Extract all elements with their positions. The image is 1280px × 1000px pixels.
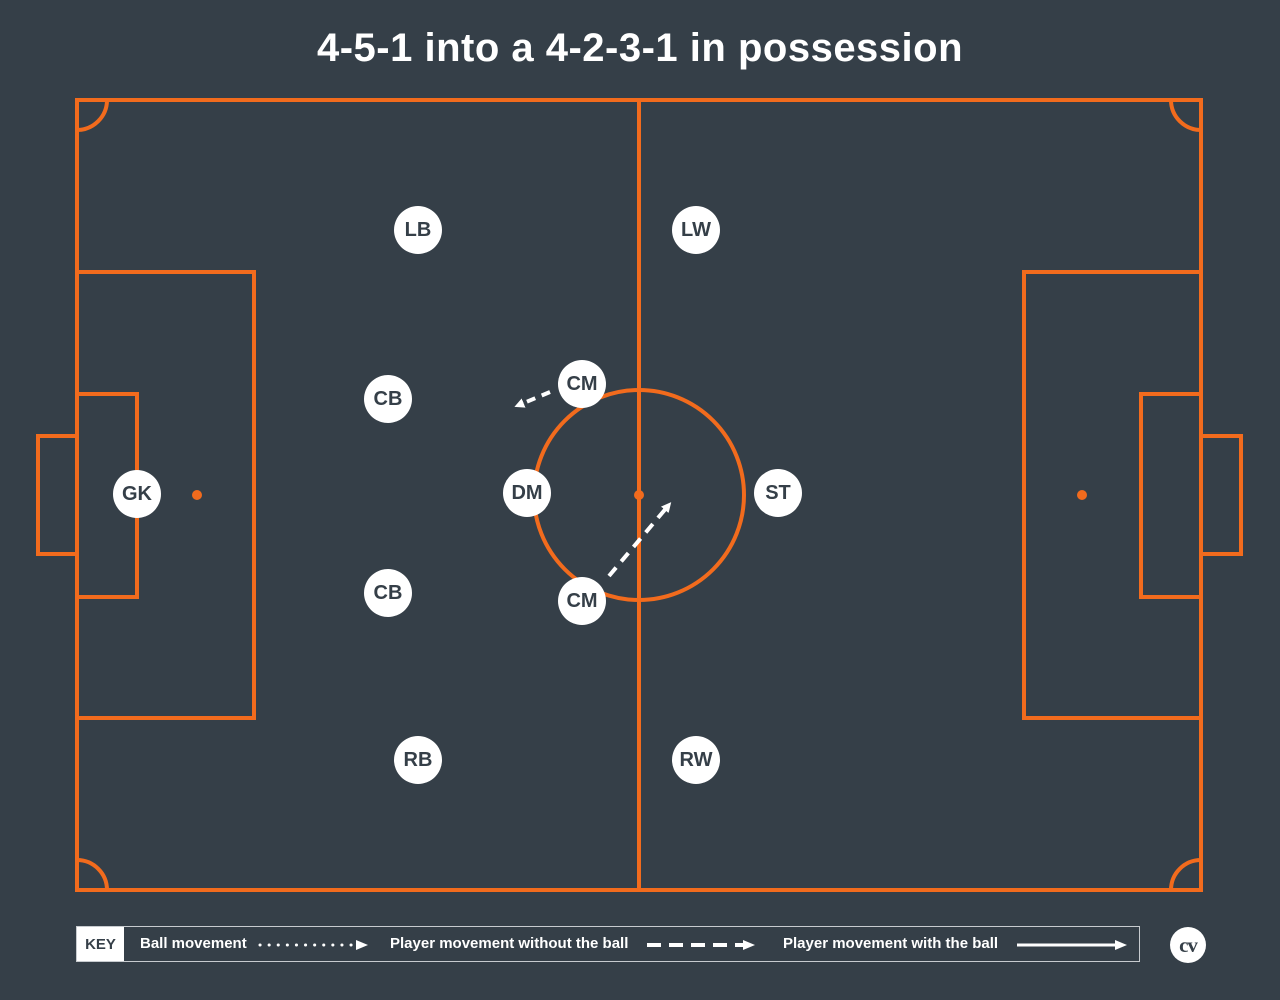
- key-label-ball-movement: Ball movement: [140, 935, 247, 952]
- player-marker: [113, 470, 161, 518]
- player-cb-bottom: CB: [364, 569, 412, 617]
- player-dm: DM: [503, 469, 551, 517]
- movement-arrows: [514, 390, 672, 578]
- player-label: GK: [122, 483, 153, 505]
- player-rb: RB: [394, 736, 442, 784]
- player-marker: [364, 375, 412, 423]
- player-st: ST: [754, 469, 802, 517]
- player-label: CM: [566, 373, 597, 395]
- player-marker: [394, 736, 442, 784]
- player-lb: LB: [394, 206, 442, 254]
- player-label: ST: [765, 482, 791, 504]
- pitch-spots: [192, 490, 1087, 500]
- player-marker: [672, 206, 720, 254]
- corner-arc-top-right: [1169, 99, 1202, 132]
- key-label-player-movement-with-ball: Player movement with the ball: [783, 935, 999, 952]
- key-label-player-movement-without-ball: Player movement without the ball: [390, 935, 629, 952]
- centre-spot: [634, 490, 644, 500]
- player-marker: [364, 569, 412, 617]
- player-marker: [558, 577, 606, 625]
- player-marker: [754, 469, 802, 517]
- player-label: LW: [681, 219, 711, 241]
- cm-top-movement-arrow: [514, 390, 551, 408]
- player-label: CB: [374, 388, 403, 410]
- player-rw: RW: [672, 736, 720, 784]
- key-tag: KEY: [77, 927, 124, 961]
- player-label: LB: [405, 219, 432, 241]
- cv-logo: cv: [1170, 927, 1206, 963]
- player-marker: [503, 469, 551, 517]
- key-legend: KEY Ball movement Player movement withou…: [76, 926, 1140, 962]
- player-label: RW: [680, 749, 713, 771]
- right-goal: [1199, 434, 1243, 556]
- player-cm-bottom: CM: [558, 577, 606, 625]
- player-marker: [672, 736, 720, 784]
- key-arrows: [258, 940, 1127, 950]
- player-label: CB: [374, 582, 403, 604]
- player-lw: LW: [672, 206, 720, 254]
- corner-arc-top-left: [76, 99, 109, 132]
- player-cm-top: CM: [558, 360, 606, 408]
- player-marker: [394, 206, 442, 254]
- player-label: RB: [404, 749, 433, 771]
- player-label: DM: [511, 482, 542, 504]
- cm-bottom-movement-arrow: [607, 502, 672, 578]
- player-label: CM: [566, 590, 597, 612]
- player-marker: [558, 360, 606, 408]
- player-gk: GK: [113, 470, 161, 518]
- corner-arc-bottom-left: [76, 858, 109, 891]
- right-penalty-spot: [1077, 490, 1087, 500]
- diagram-title: 4-5-1 into a 4-2-3-1 in possession: [316, 26, 964, 70]
- left-goal: [36, 434, 79, 556]
- right-penalty-area: [1022, 270, 1203, 720]
- right-six-yard-box: [1139, 392, 1203, 599]
- corner-arc-bottom-right: [1169, 858, 1202, 891]
- left-penalty-area: [75, 270, 256, 720]
- players: GK LB CB CB RB DM CM CM: [113, 206, 802, 784]
- player-cb-top: CB: [364, 375, 412, 423]
- pitch-diagram: GK LB CB CB RB DM CM CM: [36, 98, 1243, 892]
- left-penalty-spot: [192, 490, 202, 500]
